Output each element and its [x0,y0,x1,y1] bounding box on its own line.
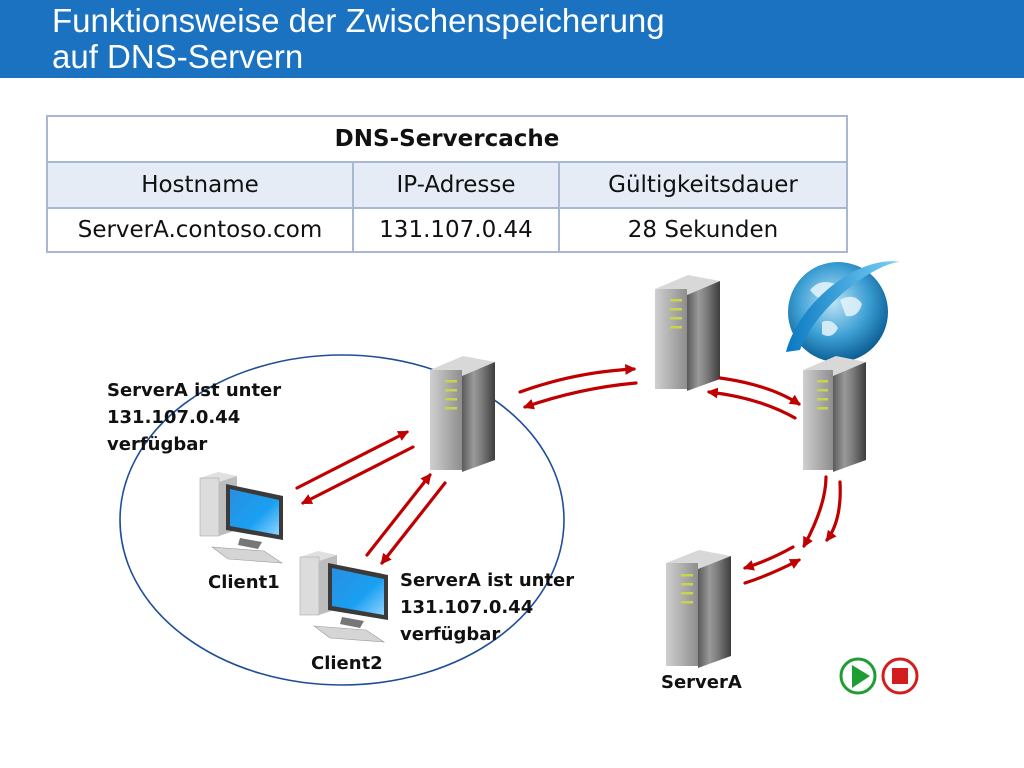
arrow-root-to-forwarder [706,387,797,420]
play-icon [852,665,870,688]
arrow-root-to-servera [742,545,795,571]
title-line-2: auf DNS-Servern [52,38,304,75]
arrow-client1-to-dns [295,430,409,490]
forwarder-dns-server-icon [655,275,720,391]
stop-icon [892,668,908,684]
arrow-dns-to-client2 [380,481,447,565]
column-header-ttl: Gültigkeitsdauer [558,161,848,209]
client1-response-note: ServerA ist unter 131.107.0.44 verfügbar [107,377,281,458]
arrow-client2-to-dns [365,473,432,557]
arrow-forwarder-to-dns [522,381,638,410]
table-row: ServerA.contoso.com 131.107.0.44 28 Seku… [46,207,848,253]
slide-title: Funktionsweise der Zwischenspeicherung a… [52,3,665,75]
servera-icon [666,550,731,668]
dns-cache-table: DNS-Servercache Hostname IP-Adresse Gült… [46,115,848,253]
client2-computer-icon [299,551,388,643]
column-header-ip: IP-Adresse [352,161,560,209]
servera-label: ServerA [661,672,742,693]
cell-ip-address: 131.107.0.44 [352,207,560,253]
arrow-servera-to-root [743,558,801,585]
title-bar: Funktionsweise der Zwischenspeicherung a… [0,0,1024,78]
stop-button[interactable] [881,657,919,695]
arrow-forwarder-to-root [718,376,801,406]
client2-response-note: ServerA ist unter 131.107.0.44 verfügbar [400,567,574,648]
arrow-dns-to-client1 [301,445,415,505]
client1-label: Client1 [208,572,280,593]
arrow-root-to-servera-path [825,480,842,542]
client2-label: Client2 [311,653,383,674]
cell-ttl: 28 Sekunden [558,207,848,253]
local-dns-server-icon [430,356,495,472]
note1-line-3: verfügbar [107,434,208,455]
internet-dns-server-icon [803,356,866,472]
table-header-row: Hostname IP-Adresse Gültigkeitsdauer [46,161,848,209]
arrow-dns-to-forwarder [518,364,637,394]
note2-line-1: ServerA ist unter [400,570,575,591]
note1-line-2: 131.107.0.44 [107,407,241,428]
table-caption: DNS-Servercache [46,115,848,163]
column-header-hostname: Hostname [46,161,354,209]
note2-line-3: verfügbar [400,624,501,645]
play-button[interactable] [839,657,877,695]
local-network-ellipse [119,354,565,686]
internet-globe-icon [786,261,900,362]
cell-hostname: ServerA.contoso.com [46,207,354,253]
note1-line-1: ServerA ist unter [107,380,282,401]
arrow-servera-path-to-root [802,475,828,548]
arrow-group [295,364,842,585]
note2-line-2: 131.107.0.44 [400,597,534,618]
client1-computer-icon [199,472,284,564]
title-line-1: Funktionsweise der Zwischenspeicherung [52,2,665,39]
